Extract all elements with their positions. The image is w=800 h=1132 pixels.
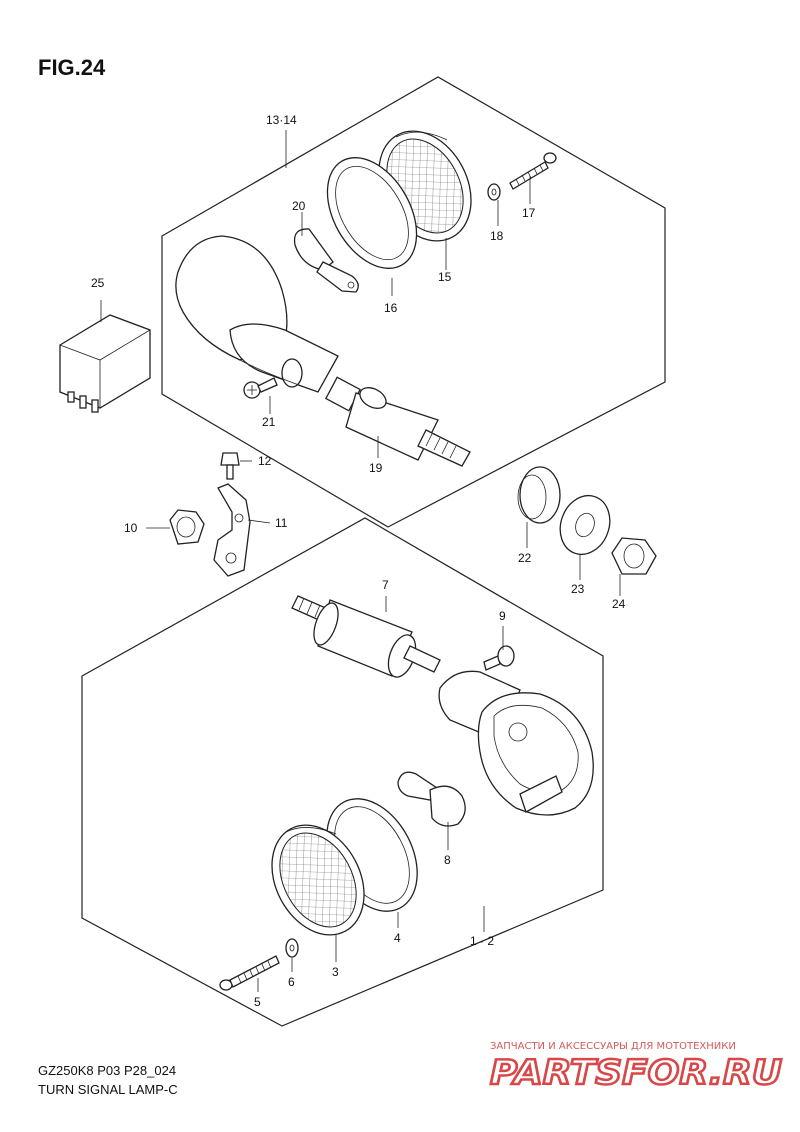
- lamp-housing-upper[interactable]: [175, 235, 339, 393]
- upper-assembly-frame: [161, 76, 666, 528]
- lens-lower[interactable]: [254, 809, 383, 951]
- label-15: 15: [438, 270, 452, 284]
- label-8: 8: [444, 853, 451, 867]
- label-17: 17: [522, 206, 536, 220]
- footer-name: TURN SIGNAL LAMP-C: [38, 1082, 178, 1097]
- label-21: 21: [262, 415, 276, 429]
- screw-9[interactable]: [483, 645, 515, 671]
- washer-23[interactable]: [552, 489, 618, 562]
- watermark-brand: PARTSFOR.RU: [490, 1053, 782, 1093]
- stem-upper[interactable]: [325, 376, 471, 467]
- label-13-14: 13·14: [266, 113, 297, 127]
- label-5: 5: [254, 995, 261, 1009]
- label-23: 23: [571, 582, 585, 596]
- label-9: 9: [499, 609, 506, 623]
- label-22: 22: [518, 551, 532, 565]
- label-25: 25: [91, 276, 105, 290]
- lamp-housing-lower[interactable]: [438, 670, 594, 816]
- label-18: 18: [490, 229, 504, 243]
- bolt-12[interactable]: [220, 452, 240, 480]
- label-11: 11: [275, 516, 288, 530]
- screw-17[interactable]: [509, 152, 557, 190]
- washer-18[interactable]: [487, 183, 501, 201]
- screw-5[interactable]: [219, 955, 280, 991]
- washer-6[interactable]: [285, 938, 299, 958]
- figure-title: FIG.24: [38, 55, 106, 80]
- label-12: 12: [258, 454, 272, 468]
- label-6: 6: [288, 975, 295, 989]
- lower-assembly-frame: [81, 517, 604, 1027]
- label-20: 20: [292, 199, 306, 213]
- relay-25[interactable]: [59, 314, 151, 413]
- bulb-lower[interactable]: [397, 771, 466, 827]
- leader-lines: [100, 130, 621, 992]
- label-10: 10: [124, 521, 138, 535]
- label-16: 16: [384, 301, 398, 315]
- label-24: 24: [612, 597, 626, 611]
- bulb-upper[interactable]: [293, 228, 359, 293]
- label-7: 7: [382, 578, 389, 592]
- stem-lower[interactable]: [291, 595, 441, 681]
- footer-model: GZ250K8 P03 P28_024: [38, 1063, 176, 1078]
- grommet-22[interactable]: [517, 466, 561, 524]
- screw-21[interactable]: [243, 377, 278, 399]
- watermark-tagline: ЗАПЧАСТИ И АКСЕССУАРЫ ДЛЯ МОТОТЕХНИКИ: [490, 1041, 736, 1052]
- label-1-2: 1 · 2: [470, 934, 494, 948]
- gasket-upper[interactable]: [309, 142, 435, 284]
- nut-24[interactable]: [611, 537, 657, 575]
- label-3: 3: [332, 965, 339, 979]
- bracket-11[interactable]: [213, 483, 251, 577]
- label-19: 19: [369, 461, 383, 475]
- nut-10[interactable]: [169, 509, 205, 545]
- label-4: 4: [394, 931, 401, 945]
